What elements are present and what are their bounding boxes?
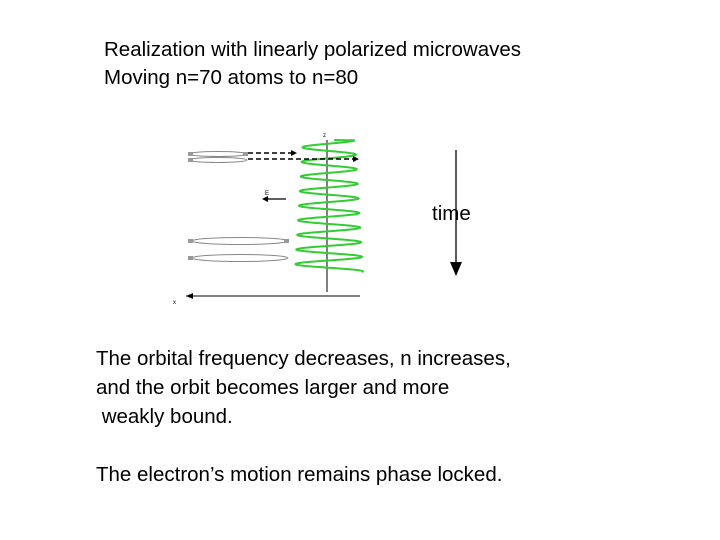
small-orbit-2 — [188, 157, 248, 163]
explanation-line-1: The orbital frequency decreases, n incre… — [96, 347, 511, 370]
large-orbit-1 — [191, 237, 289, 245]
orbit-marker — [188, 158, 193, 162]
orbit-marker — [243, 152, 248, 156]
dashed-guide-arrow — [353, 156, 359, 162]
large-orbit-2 — [191, 254, 289, 262]
field-arrow-head — [262, 196, 268, 202]
orbit-marker — [188, 239, 193, 243]
z-axis-label: z — [323, 133, 326, 139]
slide-title: Realization with linearly polarized micr… — [104, 36, 521, 92]
explanation-text: The orbital frequency decreases, n incre… — [96, 344, 511, 431]
dashed-guide-arrow — [291, 150, 297, 156]
explanation-line-2: and the orbit becomes larger and more — [96, 376, 450, 399]
explanation-line-3: weakly bound. — [96, 405, 233, 428]
orbit-marker — [188, 152, 193, 156]
x-axis-label: x — [173, 300, 176, 306]
x-axis-arrow — [186, 293, 193, 299]
title-line-2: Moving n=70 atoms to n=80 — [104, 66, 359, 89]
orbit-marker — [284, 239, 289, 243]
microwave-wave — [294, 139, 365, 273]
phase-locked-statement: The electron’s motion remains phase lock… — [96, 463, 503, 486]
time-label: time — [432, 202, 471, 225]
small-orbit-1 — [188, 151, 248, 157]
field-label: E — [265, 191, 269, 197]
time-arrow-head — [450, 262, 462, 276]
orbit-marker — [188, 256, 193, 260]
title-line-1: Realization with linearly polarized micr… — [104, 38, 522, 61]
